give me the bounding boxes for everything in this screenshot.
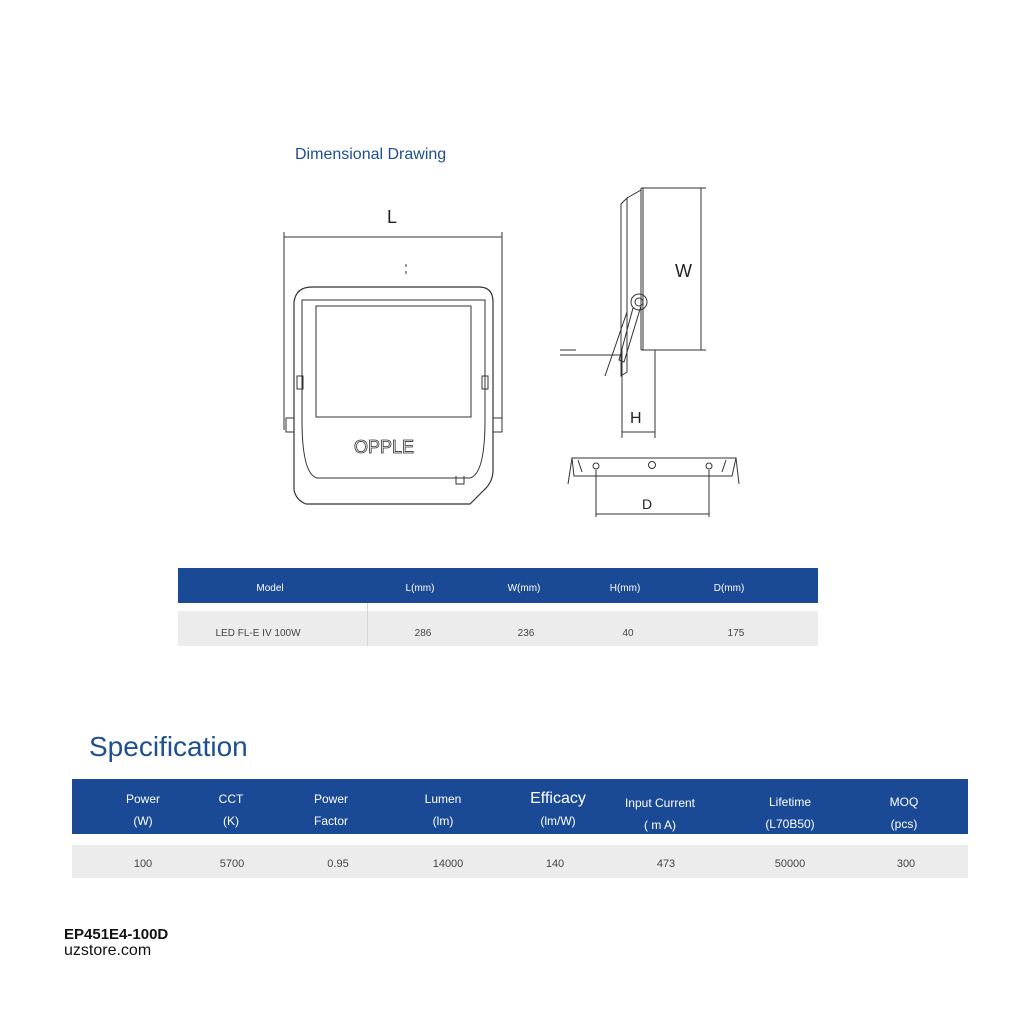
dim-header-h: H(mm) (609, 583, 641, 594)
dimension-table-divider (367, 603, 368, 646)
dim-header-w: W(mm) (507, 583, 541, 594)
spec-header-input-current: Input Current( m A) (624, 796, 696, 832)
dim-cell-model: LED FL-E IV 100W (215, 628, 301, 639)
spec-cell-cct: 5700 (219, 858, 245, 870)
specification-title: Specification (89, 731, 248, 762)
dimensional-drawing: L W H D OPPLE (283, 187, 740, 517)
label-d: D (642, 496, 652, 512)
dim-header-d: D(mm) (713, 583, 745, 594)
spec-cell-power-factor: 0.95 (327, 858, 349, 870)
dim-header-l: L(mm) (405, 583, 435, 594)
spec-cell-power: 100 (133, 858, 153, 870)
spec-header-lumen: Lumen(lm) (424, 792, 462, 828)
spec-header-lifetime: Lifetime(L70B50) (765, 795, 815, 831)
dim-cell-d: 175 (727, 628, 745, 639)
spec-header-cct: CCT(K) (218, 792, 244, 828)
product-sku: EP451E4-100D (64, 926, 169, 943)
spec-cell-moq: 300 (896, 858, 916, 870)
dim-cell-h: 40 (622, 628, 634, 639)
spec-header-power: Power(W) (125, 792, 161, 828)
dimensional-drawing-title: Dimensional Drawing (295, 146, 447, 163)
spec-table-row: 100 5700 0.95 14000 140 473 50000 300 (72, 845, 968, 878)
dimension-table-header: Model L(mm) W(mm) H(mm) D(mm) (178, 568, 818, 603)
brand-logo: OPPLE (354, 437, 414, 457)
spec-header-efficacy: Efficacy(lm/W) (530, 790, 586, 828)
dim-cell-l: 286 (414, 628, 432, 639)
label-w: W (675, 261, 692, 281)
site-name: uzstore.com (64, 942, 152, 959)
spec-cell-lumen: 14000 (432, 858, 464, 870)
spec-cell-input-current: 473 (656, 858, 676, 870)
label-l: L (387, 207, 397, 227)
dimension-table-row: LED FL-E IV 100W 286 236 40 175 (178, 611, 818, 646)
dim-header-model: Model (256, 583, 284, 594)
spec-cell-lifetime: 50000 (774, 858, 806, 870)
spec-header-moq: MOQ(pcs) (889, 795, 919, 831)
spec-cell-efficacy: 140 (545, 858, 565, 870)
label-h: H (630, 410, 642, 427)
dim-cell-w: 236 (517, 628, 535, 639)
